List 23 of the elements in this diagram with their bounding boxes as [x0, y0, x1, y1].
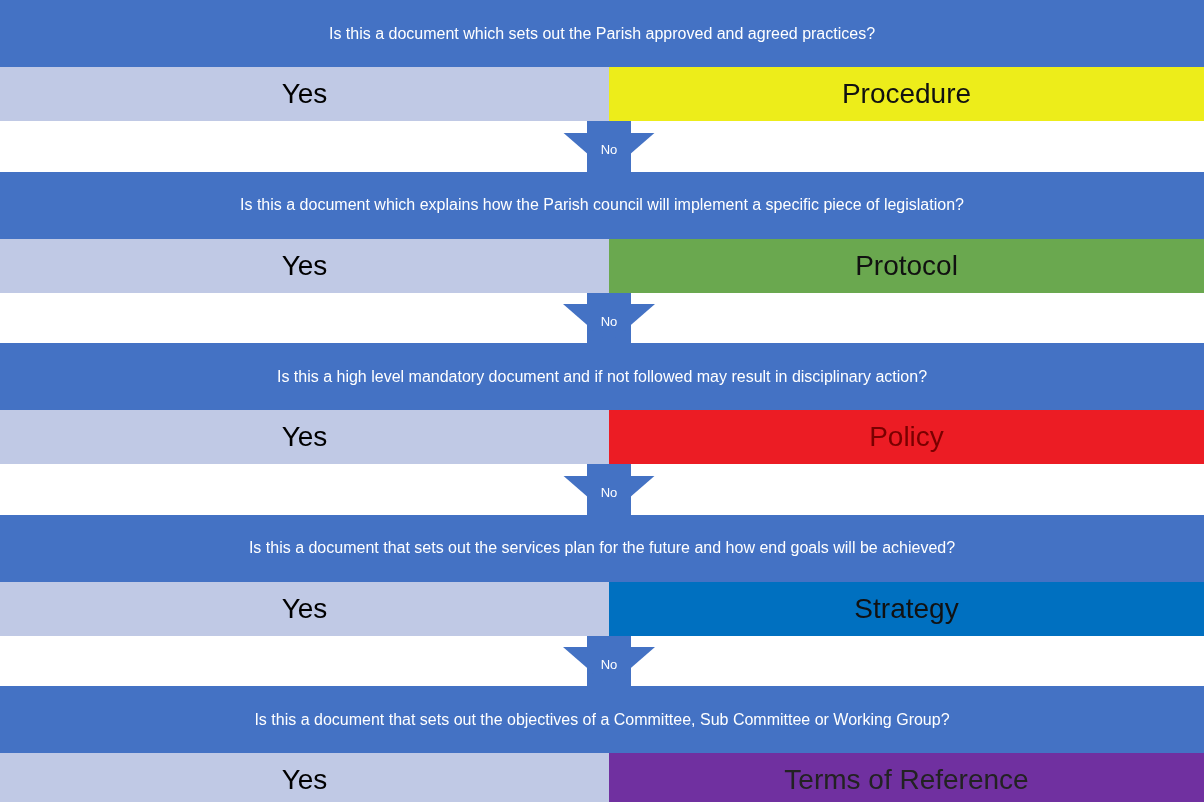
- result-box: Protocol: [609, 238, 1204, 293]
- arrow: [563, 464, 655, 516]
- question-band: Is this a high level mandatory document and if not followed may result in disciplinary action?: [0, 343, 1204, 410]
- answer-box: Yes: [0, 238, 609, 293]
- question-band: Is this a document that sets out the objectives of a Committee, Sub Committee or Working Group?: [0, 686, 1204, 753]
- result-box: Policy: [609, 410, 1204, 464]
- result-box: Procedure: [609, 67, 1204, 121]
- edge-label: No: [600, 484, 618, 500]
- answer-box: Yes: [0, 67, 609, 121]
- edge-label: No: [600, 141, 618, 157]
- question-band: Is this a document which explains how the Parish council will implement a specific piece of legislation?: [0, 171, 1204, 239]
- arrow: [563, 635, 655, 687]
- arrow: [563, 292, 655, 344]
- edge-label: No: [600, 656, 618, 671]
- arrow: [563, 121, 655, 173]
- edge-label: No: [600, 313, 618, 328]
- question-band: Is this a document that sets out the services plan for the future and how end goals will be achieved?: [0, 514, 1204, 582]
- result-box: Strategy: [609, 581, 1204, 636]
- answer-box: Yes: [0, 753, 609, 802]
- result-box: Terms of Reference: [609, 753, 1204, 802]
- answer-box: Yes: [0, 581, 609, 636]
- answer-box: Yes: [0, 410, 609, 464]
- question-band: Is this a document which sets out the Parish approved and agreed practices?: [0, 0, 1204, 67]
